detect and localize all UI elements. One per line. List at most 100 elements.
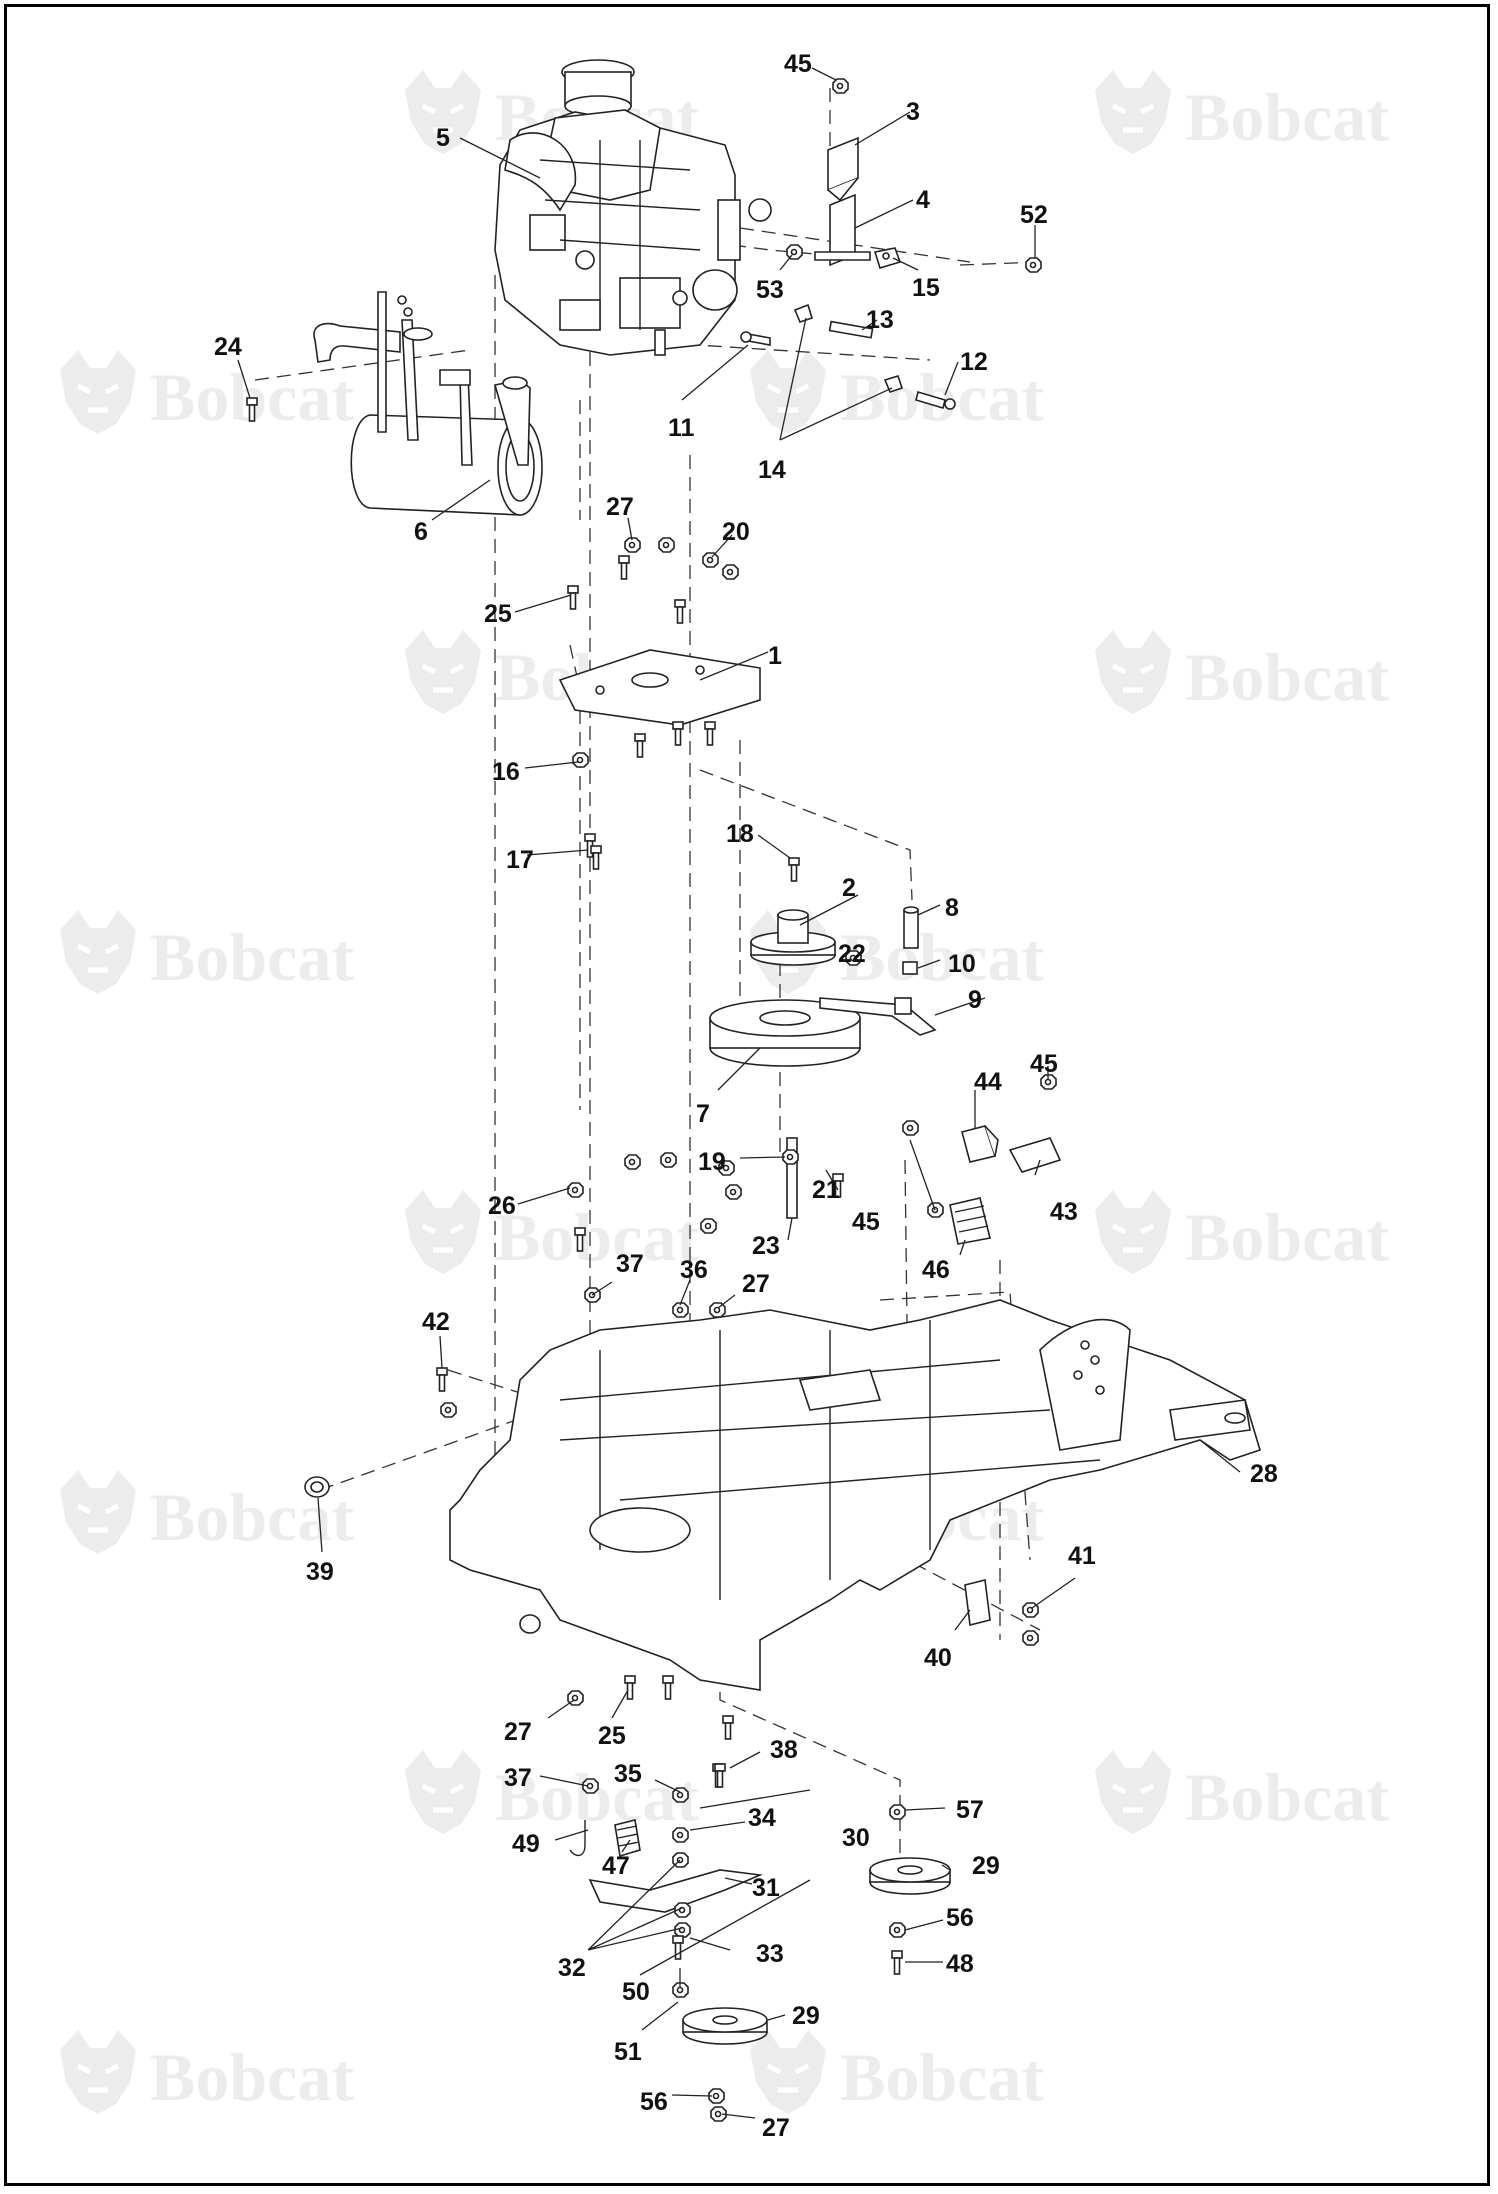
bolt-11 [740,331,771,346]
callout-3: 3 [906,98,920,126]
callout-4: 4 [916,186,930,214]
callout-44: 44 [974,1068,1002,1096]
callout-34: 34 [748,1804,776,1832]
relay-44 [961,1125,999,1163]
spring-12 [915,390,956,410]
bobcat-watermark: Bobcat [750,350,1044,435]
callout-labels: 45 3 5 4 52 53 15 24 13 12 11 14 6 27 20… [214,50,1278,2142]
bobcat-logo-icon [405,1190,481,1274]
callout-10: 10 [948,950,976,978]
callout-56: 56 [640,2088,668,2116]
callout-32: 32 [558,1954,586,1982]
bracket-43 [1008,1137,1062,1173]
bobcat-logo-icon [750,2030,826,2114]
callout-13: 13 [866,306,894,334]
callout-21: 21 [812,1176,840,1204]
watermark-text: Bobcat [150,359,354,435]
bobcat-logo-icon [750,350,826,434]
bobcat-watermark: Bobcat [405,1750,699,1835]
callout-28: 28 [1250,1460,1278,1488]
callout-9: 9 [968,986,982,1014]
bobcat-watermark: Bobcat [60,2030,354,2115]
callout-27: 27 [504,1718,532,1746]
bobcat-watermark: Bobcat [60,910,354,995]
bracket-3 [827,136,859,202]
pulley-2 [750,909,836,966]
callout-30: 30 [842,1824,870,1852]
bobcat-watermark: Bobcat [1095,1190,1389,1275]
callout-36: 36 [680,1256,708,1284]
callout-43: 43 [1050,1198,1078,1226]
bobcat-watermark: Bobcat [1095,630,1389,715]
callout-57: 57 [956,1796,984,1824]
spacer-10 [902,961,918,975]
spacer-8 [903,906,919,949]
callout-50: 50 [622,1978,650,2006]
watermark-text: Bobcat [150,919,354,995]
callout-24: 24 [214,333,242,361]
grommet-lower [519,1614,541,1634]
bobcat-watermark: Bobcat [405,1190,699,1275]
watermark-text: Bobcat [840,359,1044,435]
bobcat-watermark: Bobcat [1095,1750,1389,1835]
callout-53: 53 [756,276,784,304]
callout-27: 27 [742,1270,770,1298]
bobcat-watermark: Bobcat [1095,70,1389,155]
callout-45: 45 [852,1208,880,1236]
callout-51: 51 [614,2038,642,2066]
watermark-text: Bobcat [150,2039,354,2115]
callout-41: 41 [1068,1542,1096,1570]
callout-47: 47 [602,1852,630,1880]
callout-18: 18 [726,820,754,848]
bobcat-logo-icon [60,350,136,434]
watermark-text: Bobcat [840,2039,1044,2115]
callout-16: 16 [492,758,520,786]
clutch-7 [709,999,861,1067]
bobcat-logo-icon [60,1470,136,1554]
frame-28 [449,1299,1261,1691]
callout-15: 15 [912,274,940,302]
callout-5: 5 [436,124,450,152]
clips-14 [793,303,904,393]
callout-31: 31 [752,1874,780,1902]
callout-1: 1 [768,642,782,670]
watermark-text: Bobcat [840,919,1044,995]
bobcat-logo-icon [1095,1190,1171,1274]
callout-37: 37 [616,1250,644,1278]
callout-22: 22 [838,940,866,968]
bobcat-logo-icon [60,2030,136,2114]
callout-45: 45 [1030,1050,1058,1078]
callout-6: 6 [414,518,428,546]
pin-13 [828,320,874,339]
bobcat-watermark: Bobcat [60,350,354,435]
callout-25: 25 [484,600,512,628]
callout-33: 33 [756,1940,784,1968]
bobcat-logo-icon [1095,70,1171,154]
engine-assembly [494,59,772,356]
callout-11: 11 [668,414,695,442]
callout-52: 52 [1020,201,1048,229]
callout-29: 29 [972,1852,1000,1880]
callout-17: 17 [506,846,534,874]
callout-8: 8 [945,894,959,922]
callout-46: 46 [922,1256,950,1284]
callout-23: 23 [752,1232,780,1260]
regulator-46 [949,1197,991,1245]
pulley-29-bottom [682,2007,768,2045]
diagram-border [4,4,1490,2186]
callout-38: 38 [770,1736,798,1764]
watermark-text: Bobcat [495,1759,699,1835]
grommet-39 [304,1476,330,1498]
bracket-4 [814,193,871,267]
bobcat-logo-icon [405,630,481,714]
bobcat-logo-icon [1095,630,1171,714]
callout-42: 42 [422,1308,450,1336]
callout-49: 49 [512,1830,540,1858]
bobcat-logo-icon [60,910,136,994]
watermark-text: Bobcat [1185,79,1389,155]
callout-40: 40 [924,1644,952,1672]
watermark-text: Bobcat [1185,1199,1389,1275]
callout-14: 14 [758,456,786,484]
